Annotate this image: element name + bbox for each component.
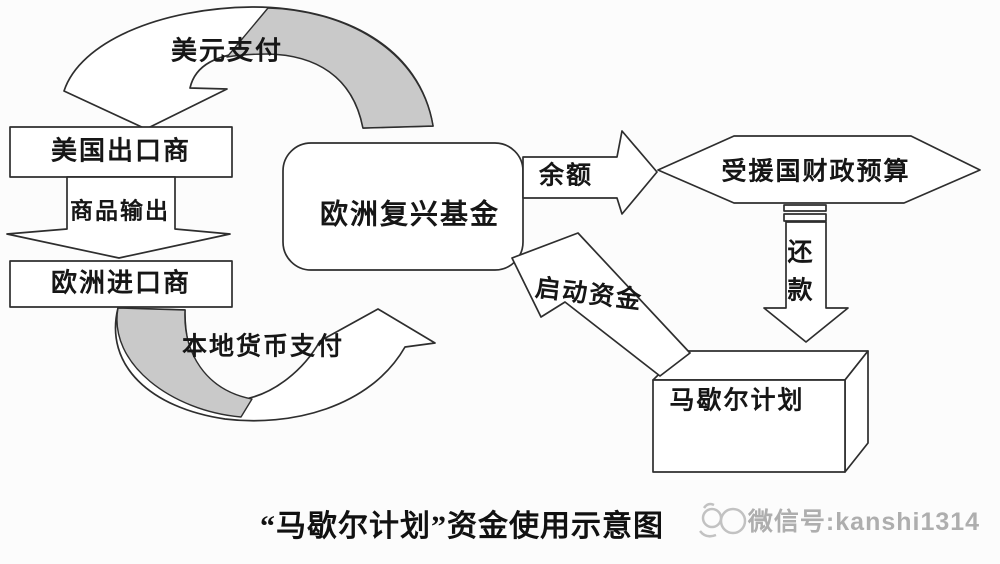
connector-bar-bottom <box>783 213 827 222</box>
recovery-fund-label: 欧洲复兴基金 <box>319 199 501 231</box>
marshall-plan-label: 马歇尔计划 <box>669 387 805 415</box>
goods-export-label: 商品输出 <box>70 198 170 224</box>
local-currency-arc-shading <box>116 307 253 418</box>
repayment-arrow <box>763 221 849 343</box>
eu-importer-box <box>9 260 233 308</box>
recipient-budget-hexagon <box>657 135 981 204</box>
watermark-text: 微信号:kanshi1314 <box>747 508 981 536</box>
repayment-label: 还款 <box>787 239 813 305</box>
us-exporter-box <box>9 126 233 178</box>
connector-bar-top <box>783 204 827 212</box>
recovery-fund-box <box>282 142 524 271</box>
watermark-logo-icon <box>699 502 747 538</box>
startup-fund-arrow <box>511 232 691 377</box>
balance-arrow <box>522 130 658 215</box>
eu-importer-label: 欧洲进口商 <box>50 268 192 298</box>
dollar-payment-arc-shading <box>226 7 434 129</box>
local-currency-label: 本地货币支付 <box>181 333 345 361</box>
recipient-budget-label: 受援国财政预算 <box>721 158 911 186</box>
goods-export-arrow <box>6 176 231 259</box>
balance-label: 余额 <box>538 162 594 190</box>
diagram-title: “马歇尔计划”资金使用示意图 <box>260 510 664 543</box>
marshall-plan-box-front <box>652 379 846 473</box>
us-exporter-label: 美国出口商 <box>50 136 192 166</box>
dollar-payment-label: 美元支付 <box>170 36 284 66</box>
